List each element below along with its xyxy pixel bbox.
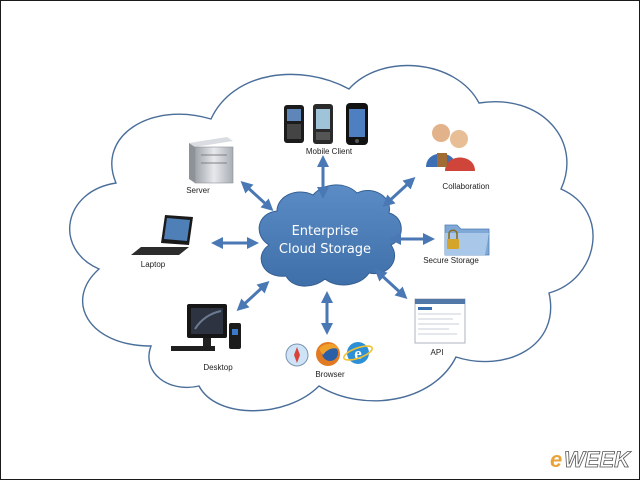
collaboration-icon: [426, 124, 475, 171]
label-mobile-client: Mobile Client: [306, 147, 353, 156]
label-laptop: Laptop: [141, 260, 166, 269]
label-collaboration: Collaboration: [442, 182, 489, 191]
arrow-collaboration: [382, 176, 416, 208]
arrow-desktop: [236, 280, 270, 312]
mobile-phones-icon: [284, 103, 368, 145]
core-title-line1: Enterprise: [292, 224, 359, 239]
server-icon: [189, 137, 234, 184]
logo-e: e: [550, 447, 562, 472]
eweek-logo: e WEEK: [550, 447, 633, 473]
core-cloud: [258, 184, 402, 287]
label-browser: Browser: [315, 370, 345, 379]
arrow-server: [240, 180, 274, 212]
connector-arrows: [211, 155, 435, 335]
svg-text:e: e: [354, 344, 362, 363]
label-api: API: [431, 348, 444, 357]
api-screenshot-icon: [414, 298, 466, 344]
label-secure-storage: Secure Storage: [423, 256, 479, 265]
browser-logos-icon: e: [285, 342, 373, 367]
desktop-icon: [171, 304, 241, 351]
label-desktop: Desktop: [203, 363, 233, 372]
label-server: Server: [186, 186, 210, 195]
secure-storage-icon: [444, 224, 490, 256]
core-title-line2: Cloud Storage: [279, 242, 371, 257]
laptop-icon: [131, 215, 193, 255]
logo-week: WEEK: [564, 447, 632, 472]
arrow-api: [374, 268, 408, 300]
